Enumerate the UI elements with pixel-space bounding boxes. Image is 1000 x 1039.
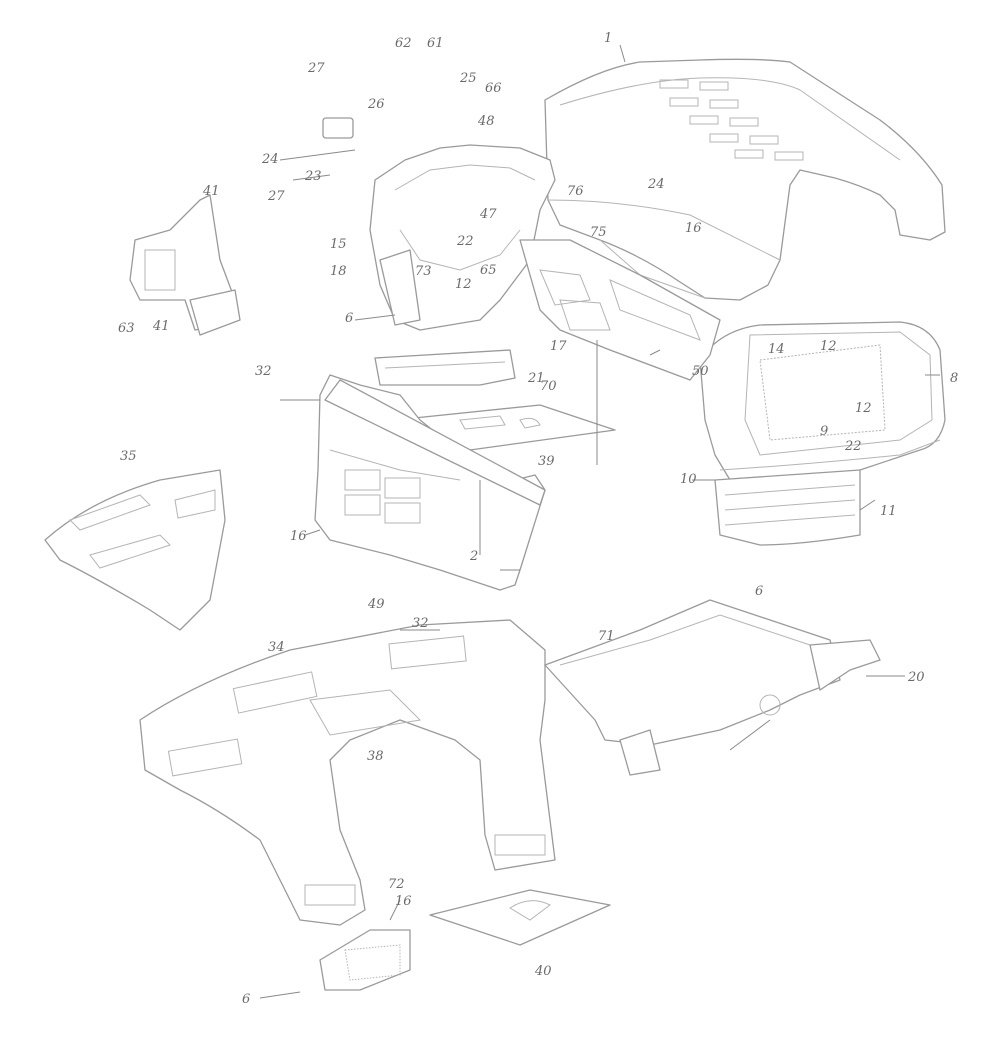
callout-25-top: 25 (459, 71, 477, 86)
callout-39: 39 (538, 454, 555, 469)
dash-console (369, 144, 556, 331)
hood-vents (659, 79, 804, 161)
callout-27-top: 27 (307, 61, 325, 76)
callout-34: 34 (268, 640, 285, 655)
hood-part (544, 58, 946, 301)
callout-22: 22 (844, 439, 862, 454)
callout-10: 10 (680, 472, 697, 487)
callout-35: 35 (120, 449, 137, 464)
callout-21: 21 (527, 371, 545, 386)
callout-70: 70 (540, 379, 557, 394)
callout-66: 66 (485, 81, 502, 96)
callout-50: 50 (692, 364, 709, 379)
callout-24: 24 (261, 152, 279, 167)
callout-49: 49 (367, 597, 385, 612)
callout-13: 12 (820, 339, 837, 354)
callout-63: 63 (118, 321, 135, 336)
callout-73: 73 (415, 264, 432, 279)
callout-12: 12 (855, 401, 872, 416)
battery-tray (374, 349, 516, 386)
callout-16-hood: 16 (685, 221, 702, 236)
callout-2: 2 (469, 549, 478, 564)
callout-71-frame: 71 (598, 629, 615, 644)
callout-75: 75 (590, 225, 607, 240)
callout-18: 18 (330, 264, 347, 279)
callout-41: 41 (152, 319, 170, 334)
callout-62: 62 (395, 36, 412, 51)
grille-assembly (699, 321, 946, 546)
body-front-panel (314, 374, 546, 591)
callout-41-top: 41 (202, 184, 220, 199)
callout-14: 14 (768, 342, 785, 357)
callout-12-dash: 12 (455, 277, 472, 292)
callout-16-step: 16 (395, 894, 412, 909)
callout-8: 8 (950, 371, 958, 386)
main-fender (139, 619, 556, 926)
callout-11: 11 (880, 504, 897, 519)
callout-9: 9 (820, 424, 828, 439)
callout-72: 72 (388, 877, 405, 892)
callout-17: 17 (550, 339, 567, 354)
callout-27: 27 (267, 189, 285, 204)
frame-chassis (544, 599, 881, 776)
callout-26: 26 (367, 97, 385, 112)
step-plate (319, 929, 411, 991)
callout-22-dash: 22 (456, 234, 474, 249)
callout-6-dash: 6 (345, 311, 353, 326)
callout-16-body: 16 (290, 529, 307, 544)
callout-48: 48 (477, 114, 495, 129)
callout-6-grille: 6 (755, 584, 763, 599)
callout-labels: 1 8 12 14 12 9 22 10 11 6 20 50 16 76 24… (118, 31, 958, 1007)
callout-32-bottom: 32 (412, 616, 429, 631)
callout-76: 76 (567, 184, 584, 199)
callout-40: 40 (534, 964, 552, 979)
callout-61: 61 (427, 36, 444, 51)
callout-47: 47 (479, 207, 497, 222)
callout-38: 38 (367, 749, 384, 764)
callout-20: 20 (907, 670, 925, 685)
side-bracket (129, 194, 241, 336)
callout-6-step: 6 (242, 992, 250, 1007)
callout-32-top: 32 (255, 364, 272, 379)
callout-24-hood: 24 (647, 177, 665, 192)
callout-65: 65 (480, 263, 497, 278)
small-bracket (322, 117, 354, 139)
callout-23: 23 (304, 169, 322, 184)
leader-lines (259, 44, 940, 999)
side-panel (519, 239, 721, 381)
callout-15: 15 (330, 237, 347, 252)
rear-fender-small (44, 469, 226, 631)
floor-mat-rear (429, 889, 611, 946)
callout-1: 1 (604, 31, 612, 46)
